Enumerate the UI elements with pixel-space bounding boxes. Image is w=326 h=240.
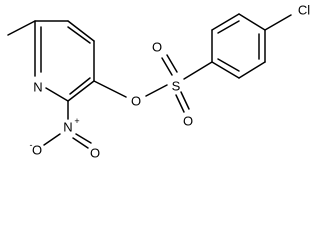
bond-s-o-bottom-a	[175, 94, 185, 113]
atom-labels: N O S O O N + O - O Cl	[30, 3, 311, 161]
atom-label-o-sulfonyl-top: O	[152, 40, 162, 55]
charge-o-nitro-left: -	[30, 140, 33, 150]
charge-n-nitro: +	[74, 116, 79, 126]
bond-c3-c2	[67, 80, 95, 102]
atom-label-cl: Cl	[298, 3, 310, 18]
bond-b2-b3-inner	[217, 20, 240, 34]
bond-s-o-top-a	[161, 57, 173, 76]
bond-b6-b1-inner	[217, 58, 240, 72]
bond-s-o-top-b	[166, 54, 178, 73]
bonds	[7, 13, 292, 149]
bond-b6-b1	[211, 61, 240, 79]
atom-label-o-ester: O	[131, 94, 141, 109]
bond-b3-b4	[238, 13, 266, 31]
atom-label-o-sulfonyl-bottom: O	[183, 114, 193, 129]
atom-label-o-nitro-left: O	[32, 143, 42, 158]
bond-b2-b3	[211, 13, 240, 31]
bond-b5-b6	[238, 61, 266, 79]
atom-label-n-ring: N	[33, 80, 42, 95]
bond-c5-c4-double	[67, 20, 95, 42]
atom-label-s: S	[172, 79, 181, 94]
bond-c6-methyl	[7, 20, 36, 36]
bond-nitro-n-o-right-a	[75, 133, 92, 144]
structure-canvas: N O S O O N + O - O Cl	[7, 3, 311, 161]
bond-o-s	[145, 84, 168, 97]
atom-label-o-nitro-right: O	[90, 146, 100, 161]
bond-s-o-bottom-b	[180, 91, 190, 110]
bond-c5-c4-inner	[67, 26, 91, 44]
bond-c2-n1	[45, 87, 69, 102]
bond-s-aryl	[183, 61, 213, 80]
bond-c3-c2-inner	[69, 77, 91, 95]
chemical-structure: N O S O O N + O - O Cl	[7, 3, 311, 161]
bond-c3-o	[93, 80, 127, 98]
atom-label-n-nitro: N	[63, 120, 72, 135]
bond-b4-cl	[264, 14, 292, 31]
bond-nitro-n-o-left	[43, 133, 61, 146]
bond-nitro-n-o-right-b	[72, 137, 89, 149]
